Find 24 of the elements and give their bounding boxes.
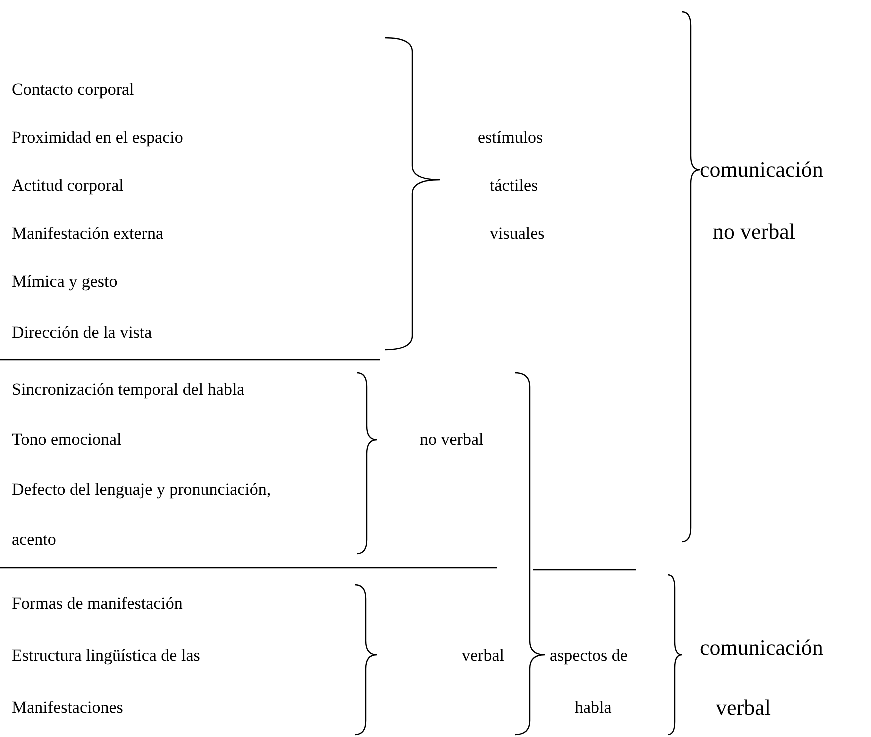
label-text: estímulos [478,128,544,148]
label-text: Proximidad en el espacio [12,128,184,148]
label-text: no verbal [420,430,484,450]
label-text: visuales [490,224,545,244]
label-text: no verbal [713,218,796,246]
label-text: acento [12,530,56,550]
label-text: verbal [716,694,771,722]
label-text: aspectos de [550,646,628,666]
label-text: Estructura lingüística de las [12,646,200,666]
label-text: Contacto corporal [12,80,134,100]
label-text: Formas de manifestación [12,594,183,614]
label-text: Defecto del lenguaje y pronunciación, [12,480,272,500]
label-text: Mímica y gesto [12,272,118,292]
label-text: Tono emocional [12,430,122,450]
label-text: comunicación [700,156,824,184]
label-text: táctiles [490,176,538,196]
label-text: Sincronización temporal del habla [12,380,245,400]
label-text: comunicación [700,634,824,662]
label-text: Dirección de la vista [12,322,152,344]
label-text: Actitud corporal [12,176,124,196]
label-text: Manifestación externa [12,224,164,244]
label-text: habla [575,698,612,718]
label-text: verbal [462,646,504,666]
label-text: Manifestaciones [12,698,124,718]
